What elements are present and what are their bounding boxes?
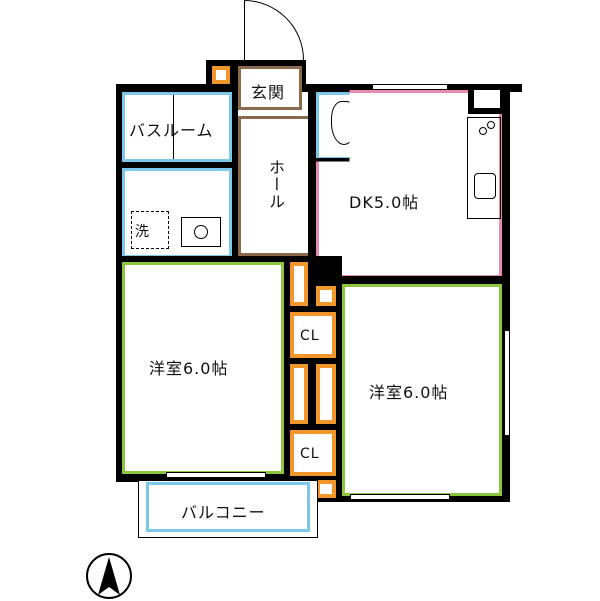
inner-wall — [316, 276, 510, 284]
hall-label: ホール — [266, 159, 285, 210]
window-western-left — [166, 472, 266, 478]
dk-label: DK5.0帖 — [349, 193, 420, 212]
closet-1: CL — [290, 312, 336, 358]
sink-basin-icon — [194, 225, 208, 239]
stove-burner-icon — [487, 121, 495, 129]
entrance-door[interactable] — [244, 0, 304, 60]
room-western-left: 洋室6.0帖 — [122, 262, 284, 474]
inner-wall — [116, 162, 238, 168]
north-arrow-glyph — [98, 557, 120, 595]
storage-box — [316, 286, 336, 306]
inner-wall — [308, 158, 370, 164]
bathroom-label: バスルーム — [129, 121, 214, 140]
room-washroom: 洗 — [122, 168, 232, 258]
outer-wall-right — [500, 84, 510, 496]
outer-wall-left — [116, 84, 124, 480]
room-bathroom: バスルーム — [122, 92, 232, 162]
entrance-label: 玄関 — [251, 83, 286, 102]
closet-2: CL — [290, 430, 336, 476]
room-balcony: バルコニー — [146, 482, 310, 532]
room-hall: ホール — [238, 116, 314, 256]
washer-label: 洗 — [135, 224, 150, 240]
north-arrow-icon — [86, 553, 132, 599]
window-western-right-side — [504, 330, 510, 436]
inner-wall — [116, 256, 286, 262]
closet-slot — [290, 364, 308, 424]
window-dk-top — [372, 84, 448, 90]
inner-wall — [308, 84, 316, 262]
western-right-label: 洋室6.0帖 — [369, 383, 449, 402]
outer-wall — [116, 84, 522, 92]
bath-tub-divider — [173, 95, 174, 159]
kitchen-counter — [467, 117, 501, 219]
window-western-right-bottom — [350, 494, 450, 500]
storage-box — [212, 66, 230, 84]
room-entrance: 玄関 — [238, 66, 302, 110]
closet-slot — [316, 364, 336, 424]
sink — [181, 217, 221, 247]
pillar-inner — [474, 90, 500, 108]
stove-burner-icon — [479, 127, 487, 135]
kitchen-sink-icon — [474, 173, 496, 199]
storage-box — [316, 480, 336, 498]
western-left-label: 洋室6.0帖 — [149, 359, 229, 378]
closet-slot — [290, 262, 308, 306]
closet-1-label: CL — [300, 328, 320, 344]
washer-area — [131, 211, 169, 249]
room-western-right: 洋室6.0帖 — [342, 284, 502, 496]
balcony-label: バルコニー — [181, 503, 266, 522]
closet-2-label: CL — [300, 446, 320, 462]
inner-wall — [232, 84, 238, 262]
